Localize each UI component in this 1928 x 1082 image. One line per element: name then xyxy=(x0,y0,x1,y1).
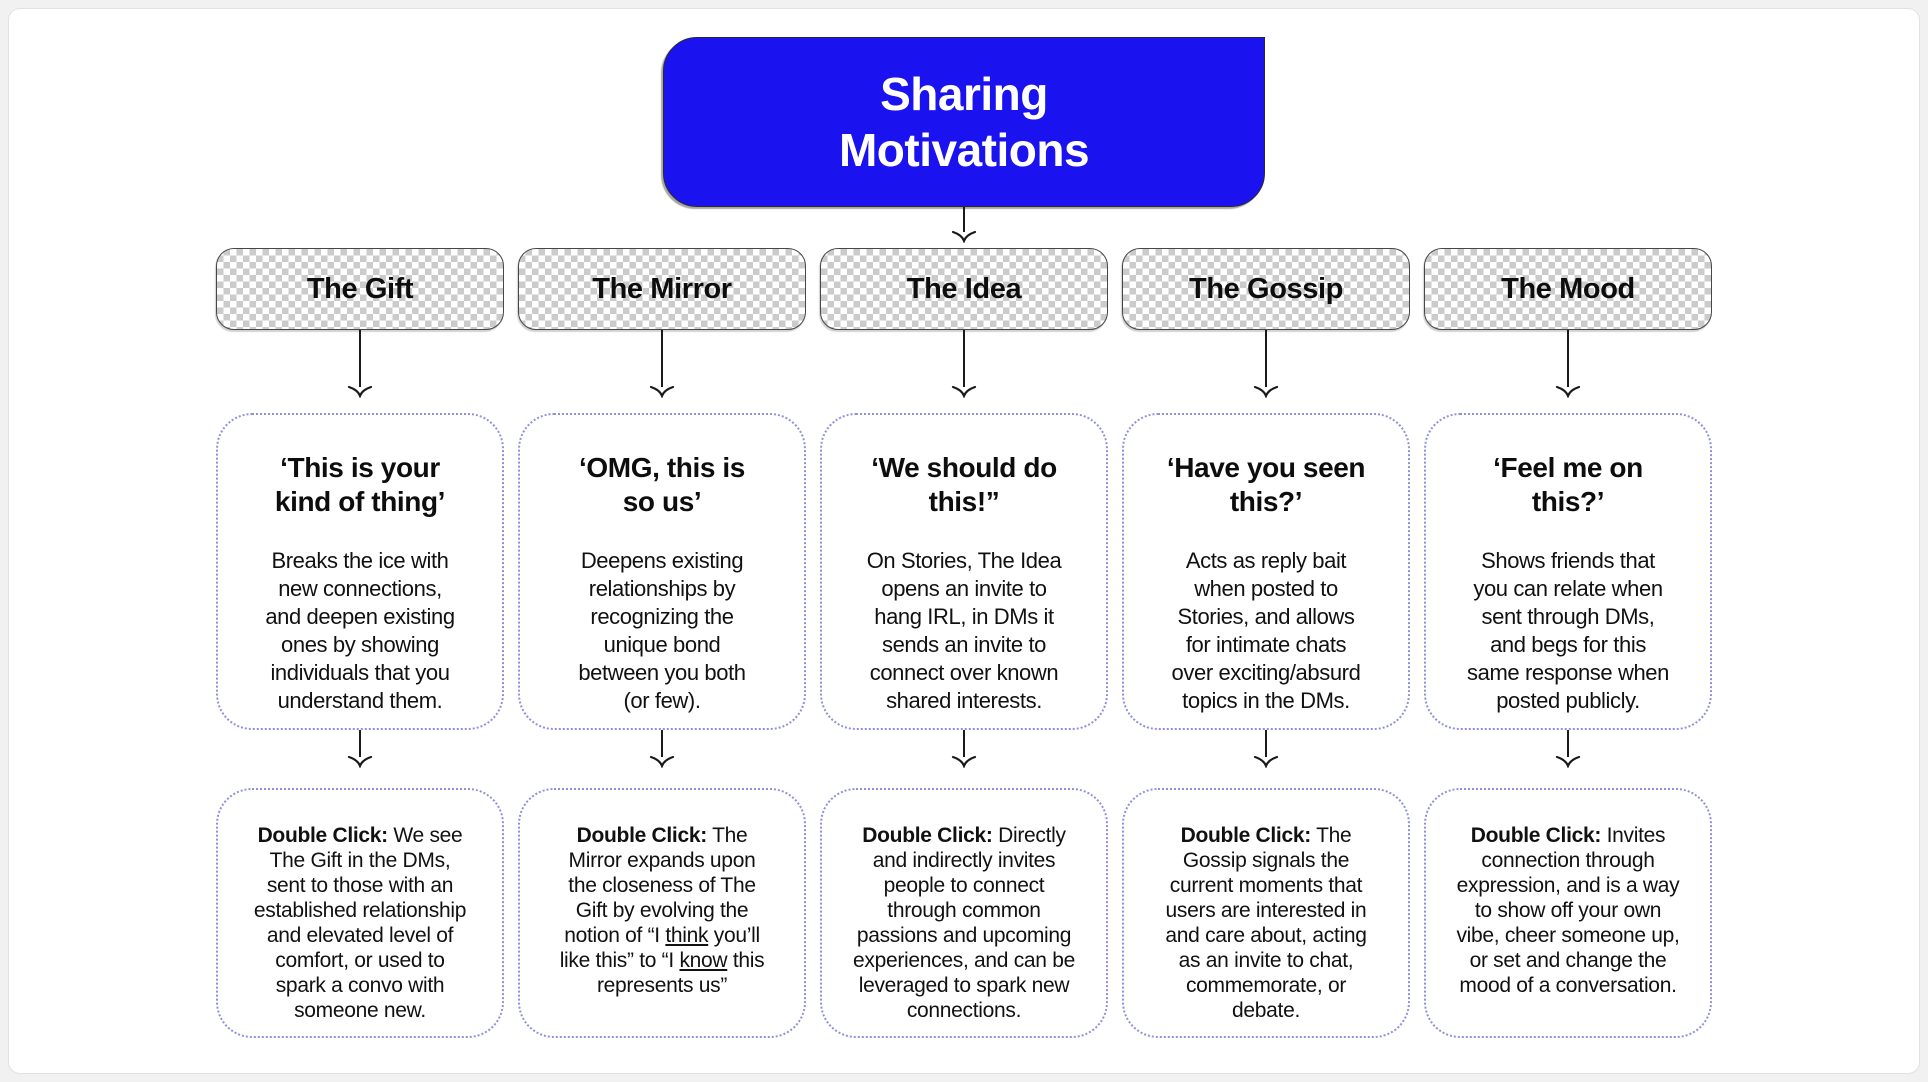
quote-title: ‘We should do this!” xyxy=(871,452,1057,517)
quote-card-the-mood: ‘Feel me on this?’ Shows friends that yo… xyxy=(1424,413,1712,730)
quote-body: Deepens existing relationships by recogn… xyxy=(578,548,746,713)
arrow-down-icon xyxy=(951,207,977,248)
arrow-down-icon xyxy=(1253,330,1279,413)
branch-header-the-gossip: The Gossip xyxy=(1122,248,1410,330)
branch-header-label: The Mood xyxy=(1501,272,1635,305)
diagram-canvas: Sharing Motivations The Gift The Mirror … xyxy=(8,8,1920,1074)
detail-cards-row: Double Click: We see The Gift in the DMs… xyxy=(9,788,1919,1038)
quote-body: Acts as reply bait when posted to Storie… xyxy=(1171,548,1361,713)
branch-header-the-mirror: The Mirror xyxy=(518,248,806,330)
arrow-down-icon xyxy=(649,330,675,413)
quote-title: ‘OMG, this is so us’ xyxy=(579,452,745,517)
detail-card-the-gift: Double Click: We see The Gift in the DMs… xyxy=(216,788,504,1038)
detail-text: Double Click: The Mirror expands upon th… xyxy=(559,824,765,997)
quote-cards-row: ‘This is your kind of thing’ Breaks the … xyxy=(9,413,1919,730)
quote-title: ‘Have you seen this?’ xyxy=(1166,452,1366,517)
detail-text: Double Click: Invites connection through… xyxy=(1456,824,1680,997)
arrow-down-icon xyxy=(1555,730,1581,788)
detail-card-the-mirror: Double Click: The Mirror expands upon th… xyxy=(518,788,806,1038)
arrow-down-icon xyxy=(649,730,675,788)
branch-header-the-gift: The Gift xyxy=(216,248,504,330)
quote-card-the-idea: ‘We should do this!” On Stories, The Ide… xyxy=(820,413,1108,730)
branch-header-the-mood: The Mood xyxy=(1424,248,1712,330)
quote-card-the-gossip: ‘Have you seen this?’ Acts as reply bait… xyxy=(1122,413,1410,730)
arrow-down-icon xyxy=(951,330,977,413)
arrow-down-icon xyxy=(347,330,373,413)
quote-title: ‘This is your kind of thing’ xyxy=(274,452,446,517)
branch-header-label: The Mirror xyxy=(592,272,732,305)
branch-header-label: The Idea xyxy=(906,272,1022,305)
arrow-down-icon xyxy=(1555,330,1581,413)
detail-card-the-gossip: Double Click: The Gossip signals the cur… xyxy=(1122,788,1410,1038)
arrow-down-icon xyxy=(951,730,977,788)
arrows-row-1 xyxy=(9,330,1919,413)
quote-card-the-gift: ‘This is your kind of thing’ Breaks the … xyxy=(216,413,504,730)
quote-body: Shows friends that you can relate when s… xyxy=(1467,548,1669,713)
detail-card-the-mood: Double Click: Invites connection through… xyxy=(1424,788,1712,1038)
branch-headers-row: The Gift The Mirror The Idea The Gossip … xyxy=(9,248,1919,330)
arrow-down-icon xyxy=(1253,730,1279,788)
branch-header-label: The Gift xyxy=(306,272,414,305)
quote-body: Breaks the ice with new connections, and… xyxy=(265,548,455,713)
title-box: Sharing Motivations xyxy=(663,37,1265,207)
branch-header-the-idea: The Idea xyxy=(820,248,1108,330)
detail-text: Double Click: The Gossip signals the cur… xyxy=(1165,824,1367,1022)
detail-text: Double Click: We see The Gift in the DMs… xyxy=(253,824,467,1022)
arrows-row-2 xyxy=(9,730,1919,788)
title-arrow-row xyxy=(9,207,1919,248)
quote-title: ‘Feel me on this?’ xyxy=(1493,452,1643,517)
diagram-title: Sharing Motivations xyxy=(838,68,1090,176)
detail-card-the-idea: Double Click: Directly and indirectly in… xyxy=(820,788,1108,1038)
quote-body: On Stories, The Idea opens an invite to … xyxy=(866,548,1062,713)
quote-card-the-mirror: ‘OMG, this is so us’ Deepens existing re… xyxy=(518,413,806,730)
detail-text: Double Click: Directly and indirectly in… xyxy=(853,824,1075,1022)
branch-header-label: The Gossip xyxy=(1189,272,1343,305)
arrow-down-icon xyxy=(347,730,373,788)
